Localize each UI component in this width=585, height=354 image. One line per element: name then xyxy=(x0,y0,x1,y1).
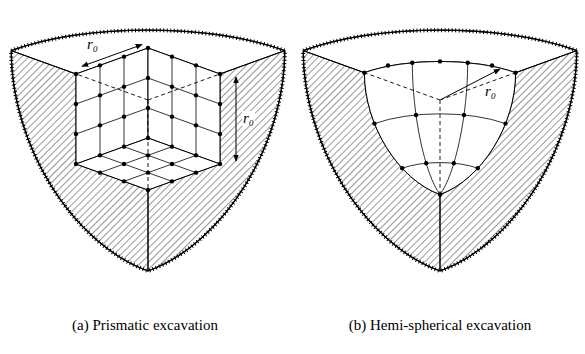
mesh-line xyxy=(100,155,172,181)
figure-caption: (a) Prismatic excavation xyxy=(72,317,218,334)
dimension-label: r₀ xyxy=(86,37,99,52)
mesh-line xyxy=(76,108,148,134)
mesh-node xyxy=(170,114,174,118)
dimension-arrow xyxy=(441,69,500,100)
mesh-line xyxy=(375,63,506,195)
dimension-arrow xyxy=(236,77,237,161)
mesh-line xyxy=(440,63,468,195)
far-field-boundary xyxy=(303,30,577,271)
mesh-node xyxy=(438,192,442,196)
prismatic-block xyxy=(11,30,285,271)
mesh-node xyxy=(122,162,126,166)
mesh-node xyxy=(170,162,174,166)
mesh-node xyxy=(146,170,150,174)
mesh-node xyxy=(98,63,102,67)
mesh-node xyxy=(466,61,470,65)
mesh-line xyxy=(172,57,173,147)
far-field-boundary xyxy=(11,30,285,271)
hidden-edge xyxy=(440,73,516,100)
mesh-node xyxy=(146,136,150,140)
dimension-label: r₀ xyxy=(484,84,497,99)
far-field-boundary xyxy=(11,30,285,271)
dimension-label: r₀ xyxy=(242,111,255,126)
mesh-node xyxy=(146,46,150,50)
mesh-node xyxy=(218,132,222,136)
mesh-node xyxy=(372,121,376,125)
mesh-line xyxy=(76,57,220,182)
mesh-node xyxy=(194,170,198,174)
mesh-node xyxy=(194,153,198,157)
mesh-node xyxy=(410,61,414,65)
mesh-line xyxy=(100,147,172,173)
mesh-node xyxy=(98,153,102,157)
mesh-line xyxy=(76,78,148,104)
hidden-edge xyxy=(148,100,149,190)
mesh-node xyxy=(170,144,174,148)
mesh-node xyxy=(146,76,150,80)
far-field-boundary xyxy=(303,30,577,271)
mesh-node xyxy=(218,72,222,76)
mesh-node xyxy=(146,153,150,157)
mesh-node xyxy=(74,162,78,166)
mesh-node xyxy=(503,121,507,125)
mesh-node xyxy=(414,113,418,117)
mesh-node xyxy=(98,123,102,127)
mesh-node xyxy=(122,179,126,183)
excavation-surface xyxy=(364,61,515,194)
mesh-node xyxy=(74,102,78,106)
mesh-node xyxy=(476,166,480,170)
mesh-line xyxy=(124,57,125,147)
mesh-node xyxy=(98,93,102,97)
hidden-edge xyxy=(364,73,515,195)
hemispherical-block xyxy=(303,30,577,271)
mesh-node xyxy=(98,170,102,174)
mesh-node xyxy=(194,93,198,97)
far-field-boundary xyxy=(11,30,285,271)
mesh-node xyxy=(146,188,150,192)
hidden-edge xyxy=(148,74,220,100)
mesh-node xyxy=(170,54,174,58)
far-field-boundary xyxy=(303,30,577,271)
hidden-edge xyxy=(440,100,441,195)
mesh-node xyxy=(74,46,222,192)
dimension-arrow xyxy=(441,69,500,100)
mesh-node xyxy=(194,63,198,67)
mesh-node xyxy=(146,106,150,110)
mesh-node xyxy=(490,63,494,67)
mesh-node xyxy=(194,123,198,127)
mesh-node xyxy=(218,102,222,106)
hidden-edge xyxy=(76,74,148,100)
mesh-line xyxy=(124,155,196,181)
hidden-edge xyxy=(364,73,440,100)
mesh-node xyxy=(170,84,174,88)
mesh-node xyxy=(74,72,78,76)
mesh-node xyxy=(170,179,174,183)
mesh-node xyxy=(122,114,126,118)
mesh-node xyxy=(122,84,126,88)
mesh-node xyxy=(452,161,456,165)
hidden-edge xyxy=(76,74,220,190)
mesh-node xyxy=(74,132,78,136)
mesh-node xyxy=(386,63,390,67)
mesh-line xyxy=(124,147,196,173)
mesh-line xyxy=(412,63,440,195)
mesh-line xyxy=(196,65,197,155)
figure-caption: (b) Hemi-spherical excavation xyxy=(349,317,531,334)
mesh-node xyxy=(438,59,442,63)
mesh-line xyxy=(148,108,220,134)
mesh-node xyxy=(462,113,466,117)
mesh-node xyxy=(362,59,518,197)
mesh-node xyxy=(218,162,222,166)
mesh-node xyxy=(424,161,428,165)
mesh-node xyxy=(122,54,126,58)
mesh-node xyxy=(362,71,366,75)
mesh-line xyxy=(100,65,101,155)
mesh-node xyxy=(513,71,517,75)
mesh-node xyxy=(400,166,404,170)
dimension-arrow xyxy=(82,45,236,161)
mesh-node xyxy=(122,144,126,148)
mesh-line xyxy=(148,78,220,104)
